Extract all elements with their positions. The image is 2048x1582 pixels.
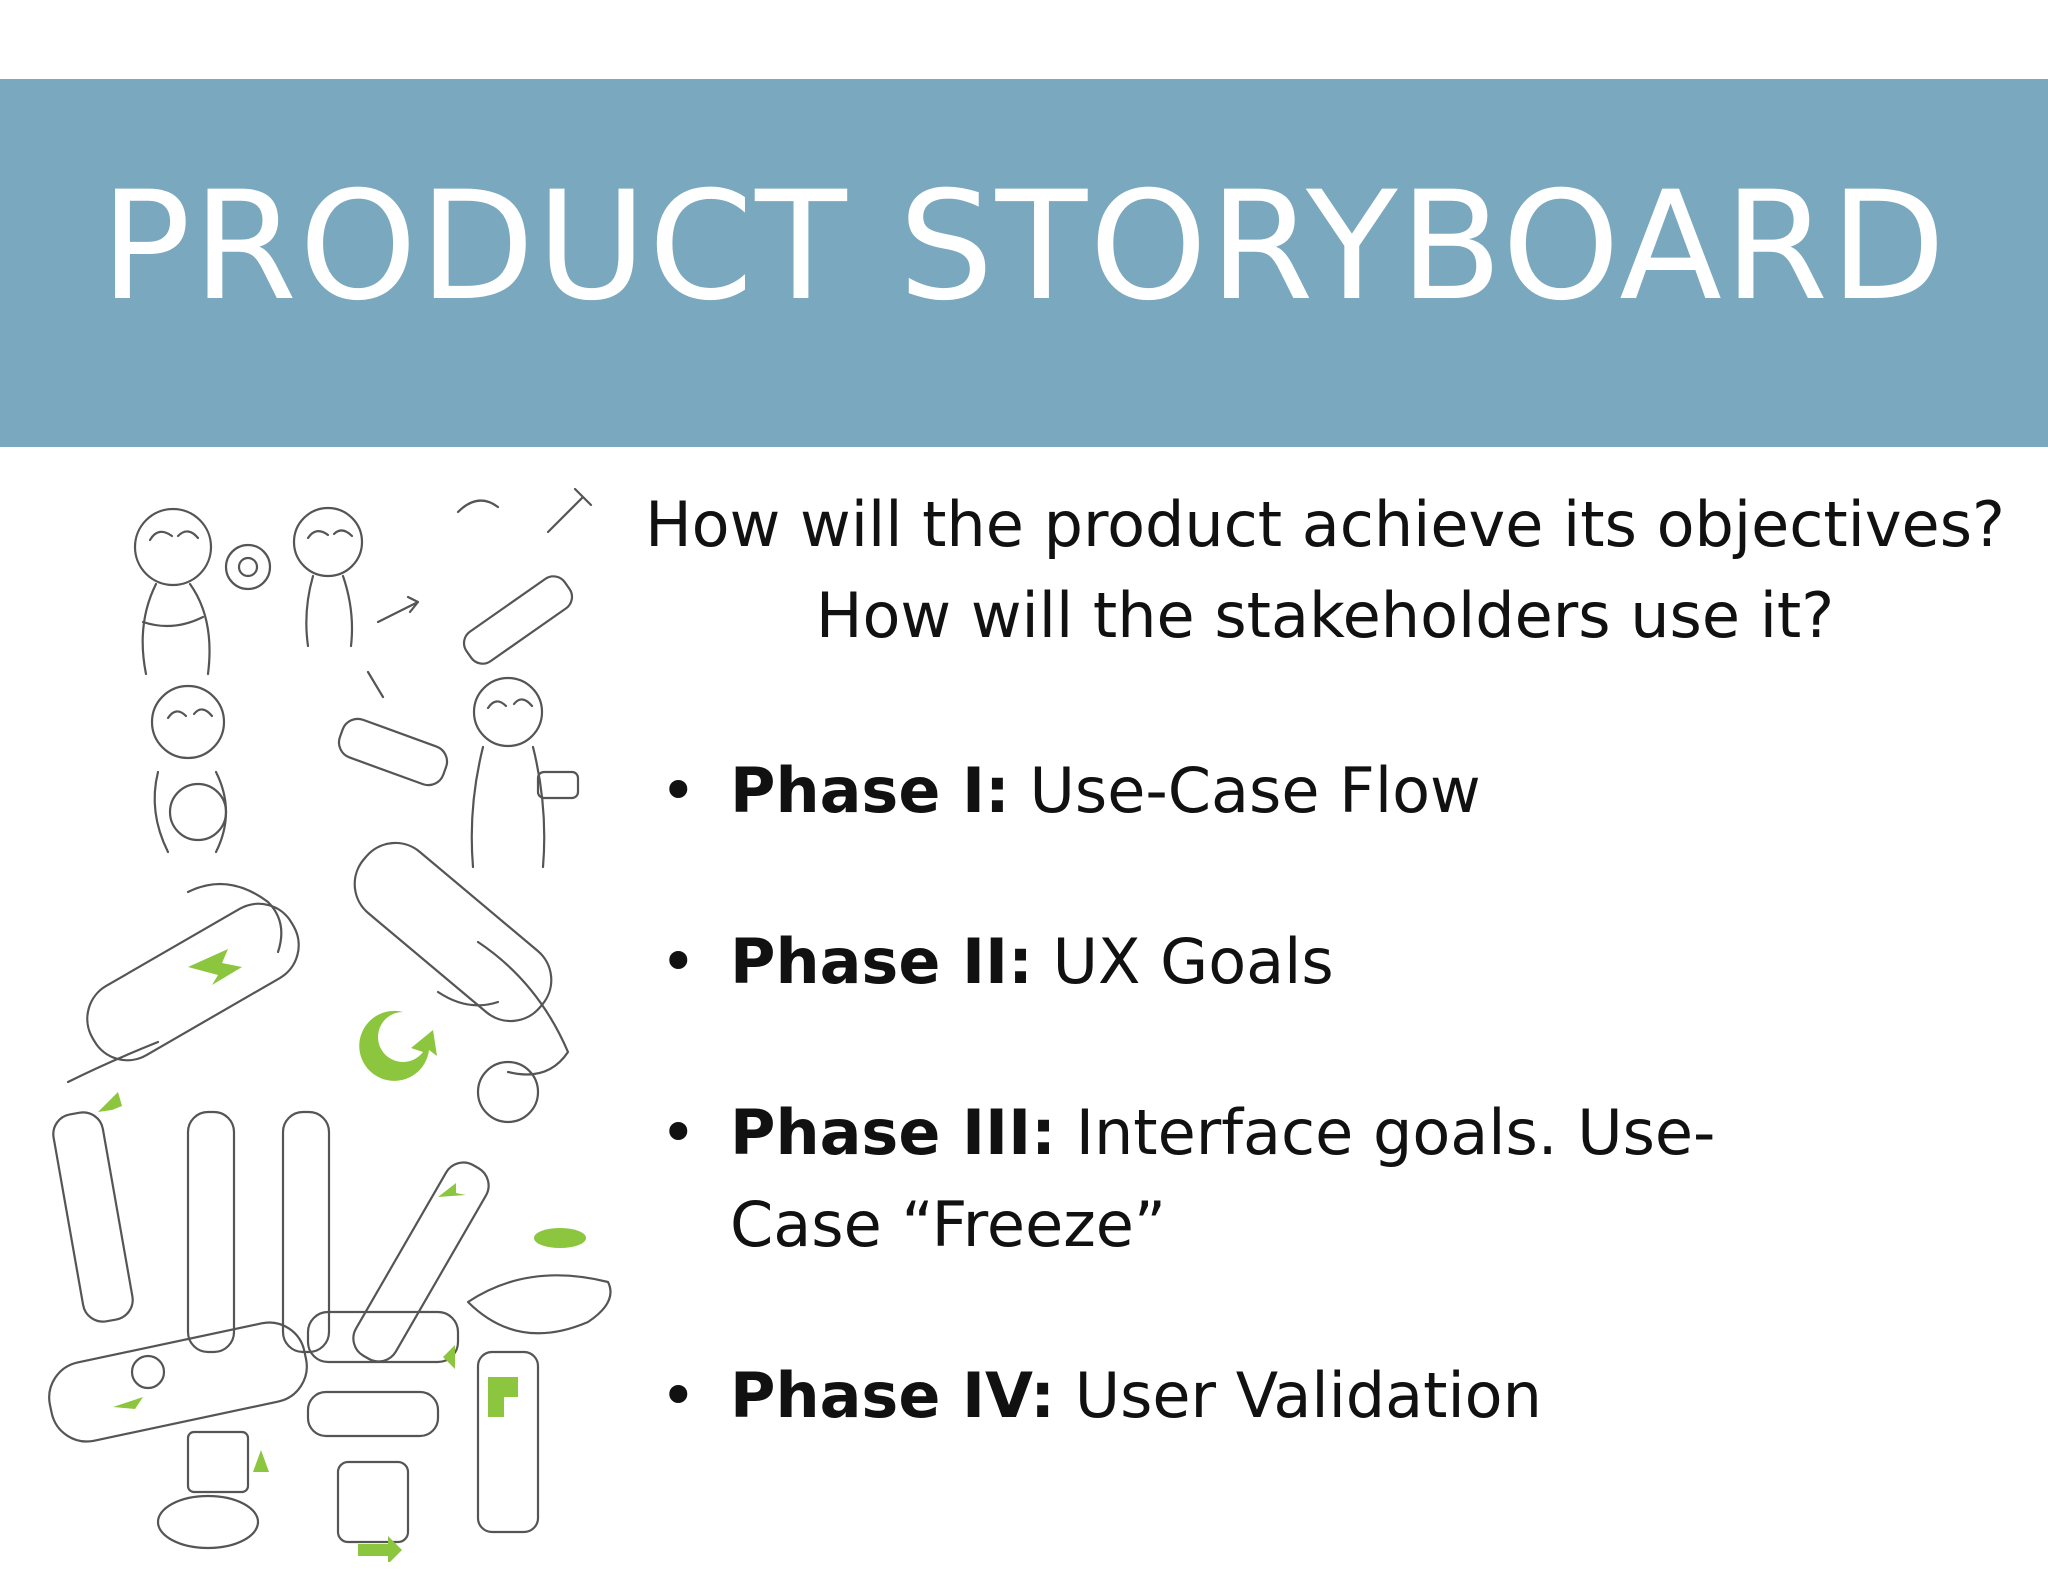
toothbrush-sketch-row (52, 1060, 612, 1363)
bullet-icon: • (660, 1359, 697, 1432)
phase-description: Use-Case Flow (1029, 754, 1481, 827)
bullet-icon: • (660, 925, 697, 998)
phase-label: Phase II: (730, 925, 1033, 998)
title-banner (0, 79, 2048, 447)
brush-head-sketch (337, 670, 449, 787)
slide-title: PRODUCT STORYBOARD (100, 160, 1948, 334)
phase-description: Interface goals. Use-Case “Freeze” (730, 1096, 1716, 1261)
character-sketch-1 (133, 507, 272, 676)
bullet-icon: • (660, 754, 697, 827)
character-sketch-2 (292, 506, 420, 648)
character-sketch-4 (470, 676, 580, 869)
question-stakeholders: How will the stakeholders use it? (815, 579, 1835, 652)
phase-description: UX Goals (1052, 925, 1334, 998)
phase-label: Phase IV: (730, 1359, 1056, 1432)
toothbrush-sketch-1 (456, 487, 593, 665)
phase-label: Phase I: (730, 754, 1010, 827)
character-sketch-3 (150, 684, 228, 854)
storyboard-sketch-icon (48, 487, 612, 1562)
assembly-sketch (48, 1310, 540, 1550)
hand-handle-sketch-1 (66, 882, 300, 1084)
hand-handle-sketch-2 (353, 841, 570, 1076)
question-objectives: How will the product achieve its objecti… (645, 488, 2005, 561)
phase-label: Phase III: (730, 1096, 1056, 1169)
phase-description: User Validation (1074, 1359, 1542, 1432)
bullet-icon: • (660, 1096, 697, 1169)
